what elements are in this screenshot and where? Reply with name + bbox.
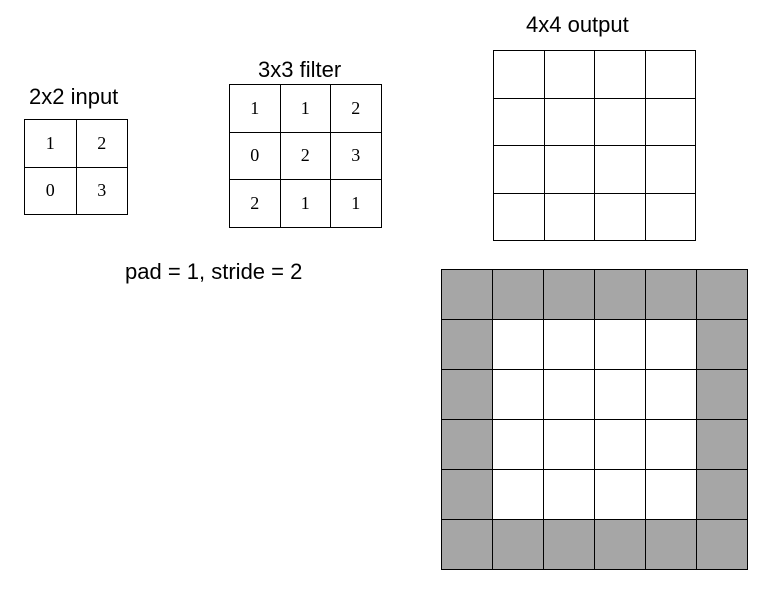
output-cell xyxy=(595,146,646,194)
padding-cell xyxy=(442,520,493,570)
output-cell xyxy=(544,146,595,194)
output-cell xyxy=(595,193,646,241)
interior-cell xyxy=(493,320,544,370)
filter-cell: 2 xyxy=(280,132,331,180)
interior-cell xyxy=(544,470,595,520)
output-cell xyxy=(494,51,545,99)
padding-cell xyxy=(442,320,493,370)
padding-cell xyxy=(646,270,697,320)
output-cell xyxy=(645,146,696,194)
filter-cell: 1 xyxy=(280,85,331,133)
interior-cell xyxy=(595,470,646,520)
padding-cell xyxy=(697,320,748,370)
interior-cell xyxy=(544,320,595,370)
output-grid xyxy=(493,50,696,241)
output-cell xyxy=(595,51,646,99)
filter-cell: 2 xyxy=(230,180,281,228)
output-cell xyxy=(494,193,545,241)
padding-cell xyxy=(442,420,493,470)
interior-cell xyxy=(493,370,544,420)
interior-cell xyxy=(595,370,646,420)
padding-cell xyxy=(646,520,697,570)
output-cell xyxy=(645,193,696,241)
interior-cell xyxy=(595,320,646,370)
interior-cell xyxy=(493,470,544,520)
input-title: 2x2 input xyxy=(29,84,119,109)
input-matrix: 1 2 0 3 xyxy=(24,119,128,215)
interior-cell xyxy=(646,420,697,470)
output-cell xyxy=(645,98,696,146)
filter-cell: 1 xyxy=(331,180,382,228)
interior-cell xyxy=(493,420,544,470)
input-cell: 0 xyxy=(25,167,77,215)
padding-cell xyxy=(697,270,748,320)
filter-matrix: 1 1 2 0 2 3 2 1 1 xyxy=(229,84,382,228)
interior-cell xyxy=(544,370,595,420)
padding-cell xyxy=(697,420,748,470)
input-cell: 2 xyxy=(76,120,128,168)
interior-cell xyxy=(544,420,595,470)
input-cell: 3 xyxy=(76,167,128,215)
pad-stride-label: pad = 1, stride = 2 xyxy=(125,259,303,284)
output-cell xyxy=(595,98,646,146)
filter-cell: 1 xyxy=(230,85,281,133)
output-cell xyxy=(544,193,595,241)
interior-cell xyxy=(646,320,697,370)
filter-cell: 1 xyxy=(280,180,331,228)
filter-cell: 3 xyxy=(331,132,382,180)
output-cell xyxy=(494,98,545,146)
output-cell xyxy=(645,51,696,99)
padding-cell xyxy=(697,470,748,520)
padded-output-grid xyxy=(441,269,748,570)
padding-cell xyxy=(595,520,646,570)
padding-cell xyxy=(544,520,595,570)
padding-cell xyxy=(697,520,748,570)
padding-cell xyxy=(493,520,544,570)
filter-cell: 0 xyxy=(230,132,281,180)
padding-cell xyxy=(595,270,646,320)
output-title: 4x4 output xyxy=(526,12,629,37)
interior-cell xyxy=(595,420,646,470)
filter-cell: 2 xyxy=(331,85,382,133)
padding-cell xyxy=(544,270,595,320)
padding-cell xyxy=(442,370,493,420)
padding-cell xyxy=(697,370,748,420)
interior-cell xyxy=(646,470,697,520)
padding-cell xyxy=(493,270,544,320)
input-cell: 1 xyxy=(25,120,77,168)
output-cell xyxy=(494,146,545,194)
filter-title: 3x3 filter xyxy=(258,57,342,82)
output-cell xyxy=(544,98,595,146)
padding-cell xyxy=(442,270,493,320)
output-cell xyxy=(544,51,595,99)
padding-cell xyxy=(442,470,493,520)
interior-cell xyxy=(646,370,697,420)
